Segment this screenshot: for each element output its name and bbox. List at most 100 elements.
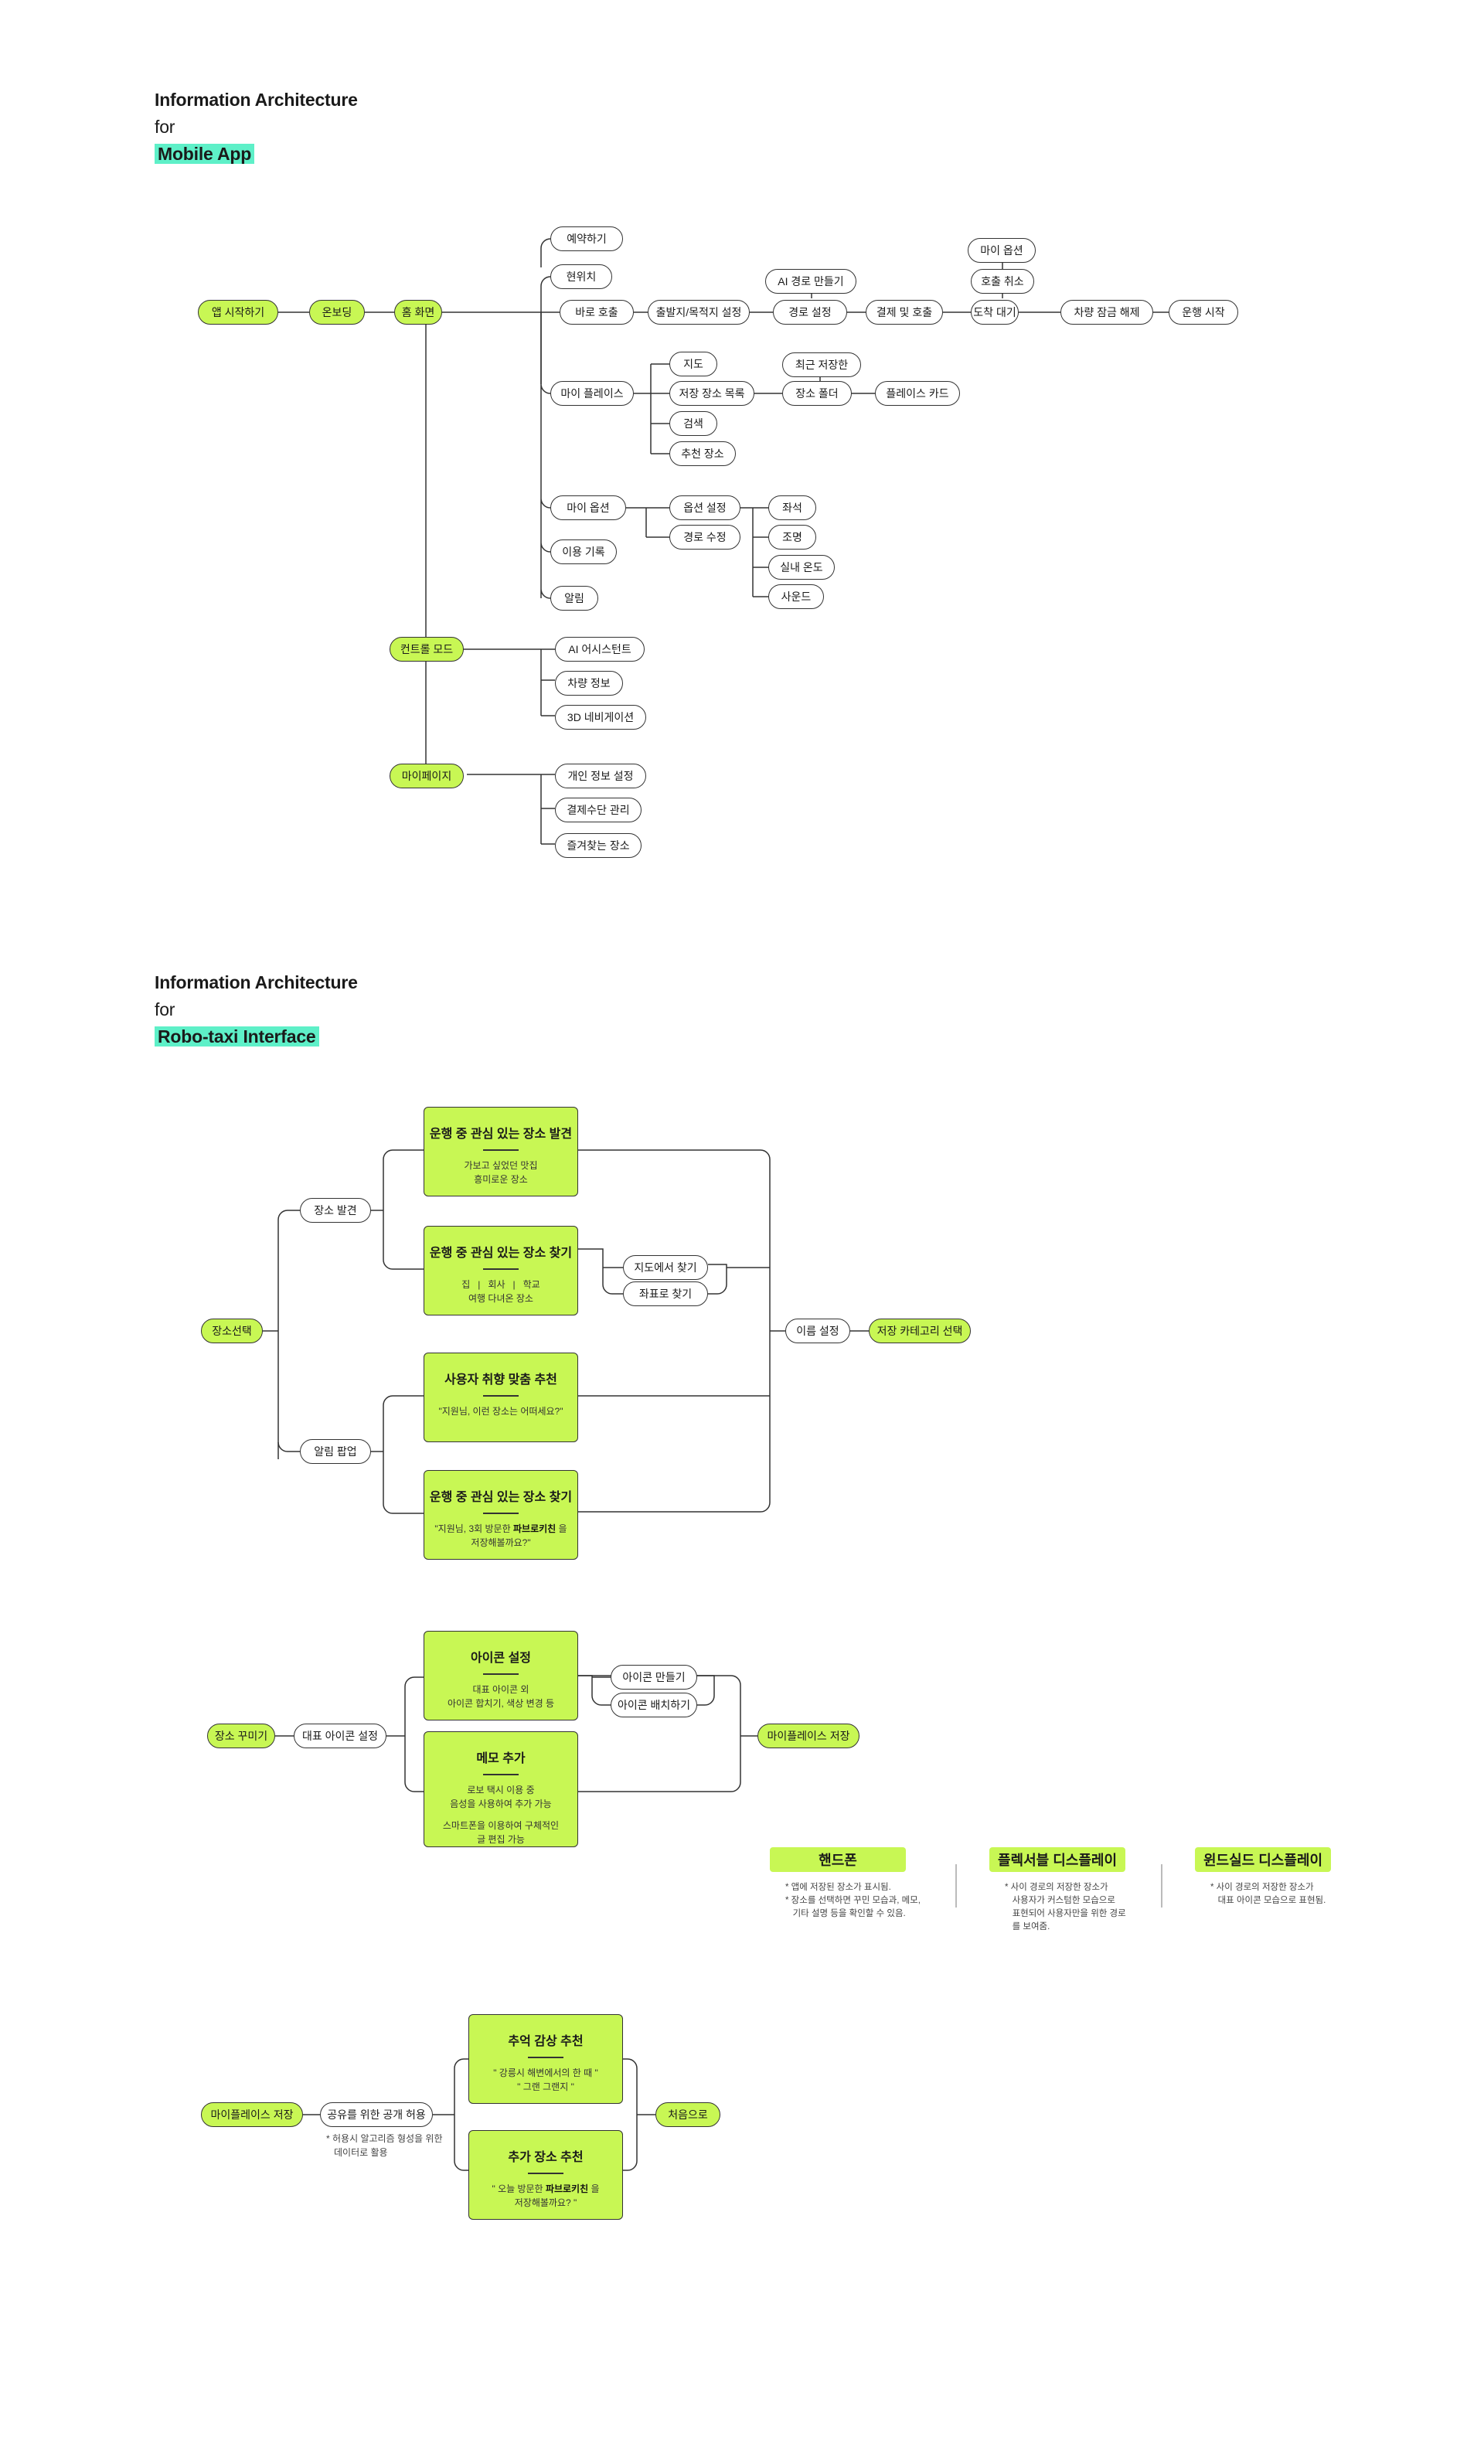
card-desc-2: 아이콘 합치기, 색상 변경 등 xyxy=(447,1697,555,1709)
node-pay-call[interactable]: 결제 및 호출 xyxy=(866,300,943,325)
desc-part: 을 xyxy=(588,2183,600,2194)
node-current-location[interactable]: 현위치 xyxy=(550,264,612,289)
heading-line-1: Information Architecture xyxy=(155,90,358,110)
card-title: 메모 추가 xyxy=(476,1752,526,1765)
node-saved-list[interactable]: 저장 장소 목록 xyxy=(669,381,754,406)
node-control-mode[interactable]: 컨트롤 모드 xyxy=(390,637,464,662)
heading-line-1: Information Architecture xyxy=(155,972,358,992)
node-reserve[interactable]: 예약하기 xyxy=(550,226,623,251)
robo-ia-heading: Information Architecture for Robo-taxi I… xyxy=(155,969,358,1050)
node-mypage[interactable]: 마이페이지 xyxy=(390,764,464,788)
node-map[interactable]: 지도 xyxy=(669,352,717,376)
heading-highlight: Mobile App xyxy=(155,144,255,164)
card-desc-1: "지원님, 3회 방문한 파브로키친 을 xyxy=(424,1522,577,1536)
node-sound[interactable]: 사운드 xyxy=(768,584,824,609)
desc-bold: 파브로키친 xyxy=(545,2183,589,2194)
card-memory-recommend: 추억 감상 추천 " 강릉시 해변에서의 한 때 " " 그랜 그랜지 " xyxy=(468,2014,623,2104)
card-desc-1: " 오늘 방문한 파브로키친 을 xyxy=(469,2182,622,2196)
node-start-drive[interactable]: 운행 시작 xyxy=(1169,300,1238,325)
node-alarm[interactable]: 알림 xyxy=(550,586,598,611)
node-route-edit[interactable]: 경로 수정 xyxy=(669,525,740,550)
legend-tag-phone: 핸드폰 xyxy=(770,1847,906,1872)
heading-line-for: for xyxy=(155,117,175,137)
card-desc-gap xyxy=(424,1811,577,1819)
card-rule xyxy=(483,1268,519,1270)
card-title: 추억 감상 추천 xyxy=(508,2035,584,2048)
legend-line: * 앱에 저장된 장소가 표시됨. xyxy=(785,1883,891,1892)
legend-line: 표현되어 사용자만을 위한 경로 xyxy=(1005,1909,1126,1918)
legend-line: * 사이 경로의 저장한 장소가 xyxy=(1210,1883,1314,1892)
node-option-set[interactable]: 옵션 설정 xyxy=(669,495,740,520)
node-cancel-call[interactable]: 호출 취소 xyxy=(971,269,1034,294)
legend-line: 사용자가 커스텀한 모습으로 xyxy=(1005,1896,1115,1905)
node-route-set[interactable]: 경로 설정 xyxy=(773,300,847,325)
card-desc-1: 집 | 회사 | 학교 xyxy=(461,1278,540,1290)
node-my-option-top[interactable]: 마이 옵션 xyxy=(968,238,1036,263)
node-make-icon[interactable]: 아이콘 만들기 xyxy=(611,1665,697,1690)
note-line: * 허용시 알고리즘 형성을 위한 xyxy=(326,2133,443,2144)
node-indoor-temp[interactable]: 실내 온도 xyxy=(768,555,835,580)
node-rep-icon[interactable]: 대표 아이콘 설정 xyxy=(294,1724,386,1748)
legend-tag-flexible: 플렉서블 디스플레이 xyxy=(989,1847,1125,1872)
node-quick-call[interactable]: 바로 호출 xyxy=(560,300,634,325)
node-favorites[interactable]: 즐겨찾는 장소 xyxy=(555,833,642,858)
node-payment[interactable]: 결제수단 관리 xyxy=(555,798,642,822)
node-share-public[interactable]: 공유를 위한 공개 허용 xyxy=(320,2102,433,2127)
legend-line: * 장소를 선택하면 꾸민 모습과, 메모, xyxy=(785,1896,921,1905)
card-desc-2: 음성을 사용하여 추가 가능 xyxy=(450,1798,552,1809)
node-recommend[interactable]: 추천 장소 xyxy=(669,441,736,466)
node-my-places[interactable]: 마이 플레이스 xyxy=(550,381,634,406)
legend-line: 를 보여줌. xyxy=(1005,1922,1050,1931)
node-search[interactable]: 검색 xyxy=(669,411,717,436)
card-desc-1: 가보고 싶었던 맛집 xyxy=(464,1159,538,1171)
node-place-icon[interactable]: 아이콘 배치하기 xyxy=(611,1693,697,1717)
node-find-by-coord[interactable]: 좌표로 찾기 xyxy=(623,1281,708,1306)
node-history[interactable]: 이용 기록 xyxy=(550,539,617,564)
node-car-info[interactable]: 차량 정보 xyxy=(555,671,623,696)
desc-part: " 오늘 방문한 xyxy=(492,2183,546,2194)
node-place-discover[interactable]: 장소 발견 xyxy=(300,1198,371,1223)
legend-text-flexible: * 사이 경로의 저장한 장소가 사용자가 커스텀한 모습으로 표현되어 사용자… xyxy=(1005,1881,1126,1934)
node-unlock[interactable]: 차량 잠금 해제 xyxy=(1060,300,1153,325)
node-save-myplace-2[interactable]: 마이플레이스 저장 xyxy=(201,2102,303,2127)
card-desc-4: 스마트폰을 이용하여 구체적인 xyxy=(442,1819,560,1831)
note-line: 데이터로 활용 xyxy=(326,2147,388,2158)
node-recent-saved[interactable]: 최근 저장한 xyxy=(782,352,861,377)
node-arrive-wait[interactable]: 도착 대기 xyxy=(971,300,1019,325)
card-more-recommend: 추가 장소 추천 " 오늘 방문한 파브로키친 을 저장해볼까요? " xyxy=(468,2130,623,2220)
node-light[interactable]: 조명 xyxy=(768,525,816,550)
node-my-option[interactable]: 마이 옵션 xyxy=(550,495,626,520)
card-discover-place: 운행 중 관심 있는 장소 발견 가보고 싶었던 맛집 흥미로운 장소 xyxy=(424,1107,578,1196)
node-onboarding[interactable]: 온보딩 xyxy=(309,300,365,325)
node-app-start[interactable]: 앱 시작하기 xyxy=(198,300,278,325)
node-decorate-place[interactable]: 장소 꾸미기 xyxy=(207,1724,275,1748)
node-find-on-map[interactable]: 지도에서 찾기 xyxy=(623,1255,708,1280)
legend-text-phone: * 앱에 저장된 장소가 표시됨. * 장소를 선택하면 꾸민 모습과, 메모,… xyxy=(785,1881,921,1921)
note-share: * 허용시 알고리즘 형성을 위한 데이터로 활용 xyxy=(326,2132,443,2159)
card-desc-2: 저장해볼까요? " xyxy=(514,2197,577,2208)
node-3d-nav[interactable]: 3D 네비게이션 xyxy=(555,705,646,730)
card-desc-1: 로보 택시 이용 중 xyxy=(467,1784,535,1795)
card-desc-2: 저장해볼까요?" xyxy=(471,1537,531,1548)
node-alarm-popup[interactable]: 알림 팝업 xyxy=(300,1439,371,1464)
card-title: 아이콘 설정 xyxy=(470,1652,532,1665)
node-origin-destination[interactable]: 출발지/목적지 설정 xyxy=(648,300,750,325)
node-save-category[interactable]: 저장 카테고리 선택 xyxy=(869,1319,971,1343)
node-save-myplace[interactable]: 마이플레이스 저장 xyxy=(757,1724,859,1748)
node-place-card[interactable]: 플레이스 카드 xyxy=(875,381,960,406)
card-desc-2: " 그랜 그랜지 " xyxy=(517,2081,574,2092)
node-personal-info[interactable]: 개인 정보 설정 xyxy=(555,764,646,788)
node-place-select[interactable]: 장소선택 xyxy=(201,1319,263,1343)
card-desc-2: 여행 다녀온 장소 xyxy=(468,1292,533,1304)
node-ai-assistant[interactable]: AI 어시스턴트 xyxy=(555,637,645,662)
card-title: 운행 중 관심 있는 장소 찾기 xyxy=(429,1491,573,1504)
card-find-place: 운행 중 관심 있는 장소 찾기 집 | 회사 | 학교 여행 다녀온 장소 xyxy=(424,1226,578,1315)
node-name-set[interactable]: 이름 설정 xyxy=(785,1319,850,1343)
node-seat[interactable]: 좌석 xyxy=(768,495,816,520)
legend-text-windshield: * 사이 경로의 저장한 장소가 대표 아이콘 모습으로 표현됨. xyxy=(1210,1881,1326,1908)
node-home[interactable]: 홈 화면 xyxy=(394,300,442,325)
node-place-folder[interactable]: 장소 폴더 xyxy=(782,381,852,406)
node-ai-route[interactable]: AI 경로 만들기 xyxy=(765,269,856,294)
card-rule xyxy=(483,1673,519,1675)
node-restart[interactable]: 처음으로 xyxy=(655,2102,720,2127)
